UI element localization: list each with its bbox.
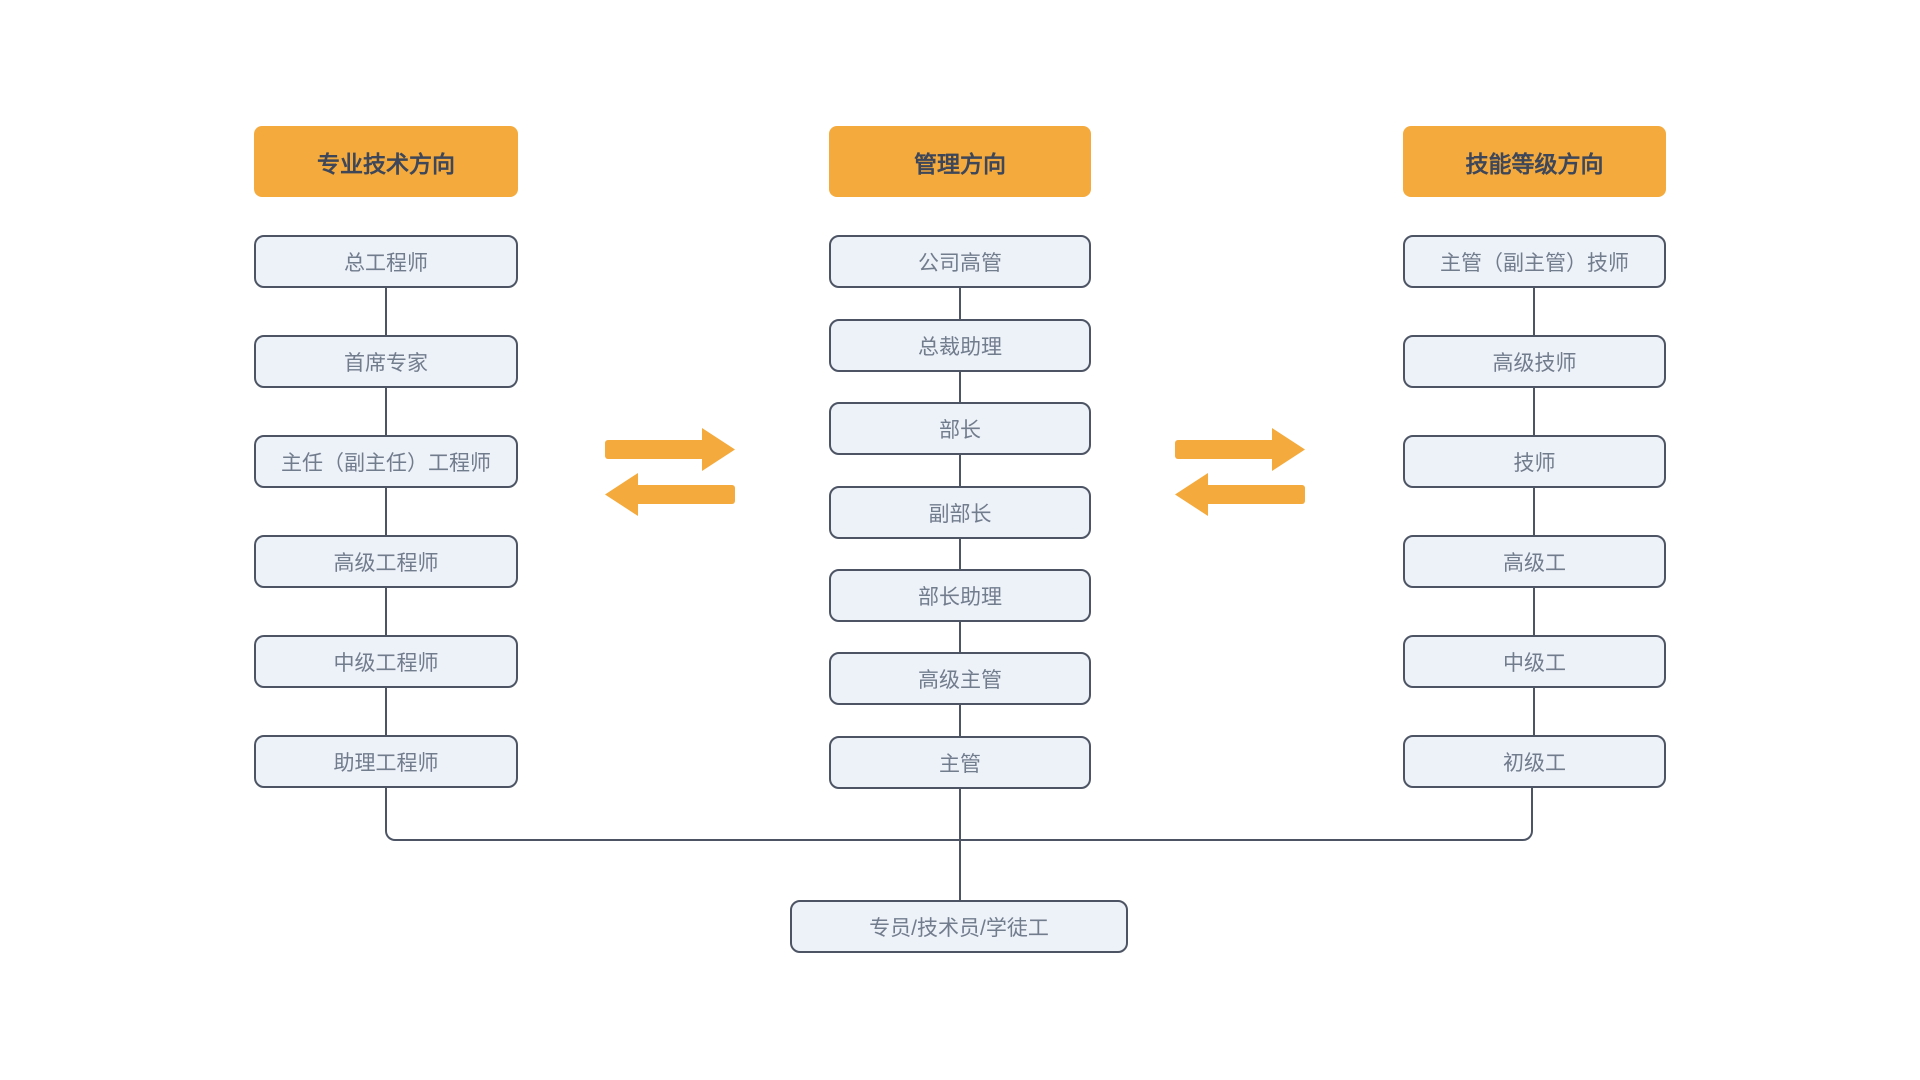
career-entry-node: 专员/技术员/学徒工 <box>790 900 1128 953</box>
connector-line <box>385 260 387 788</box>
career-level-node: 部长助理 <box>829 569 1091 622</box>
career-level-node: 技师 <box>1403 435 1666 488</box>
career-level-node: 总裁助理 <box>829 319 1091 372</box>
career-level-node: 副部长 <box>829 486 1091 539</box>
career-level-node: 公司高管 <box>829 235 1091 288</box>
column-header-technical: 专业技术方向 <box>254 126 518 197</box>
career-level-node: 主管 <box>829 736 1091 789</box>
career-level-node: 初级工 <box>1403 735 1666 788</box>
career-level-node: 助理工程师 <box>254 735 518 788</box>
connector-bracket <box>385 788 1533 841</box>
career-level-node: 中级工程师 <box>254 635 518 688</box>
career-level-node: 高级主管 <box>829 652 1091 705</box>
career-level-node: 主任（副主任）工程师 <box>254 435 518 488</box>
swap-arrows-icon <box>605 428 735 516</box>
career-level-node: 主管（副主管）技师 <box>1403 235 1666 288</box>
career-level-node: 高级工程师 <box>254 535 518 588</box>
career-level-node: 高级技师 <box>1403 335 1666 388</box>
column-header-management: 管理方向 <box>829 126 1091 197</box>
career-level-node: 总工程师 <box>254 235 518 288</box>
career-level-node: 首席专家 <box>254 335 518 388</box>
career-level-node: 部长 <box>829 402 1091 455</box>
swap-arrows-icon <box>1175 428 1305 516</box>
career-level-node: 高级工 <box>1403 535 1666 588</box>
column-header-skill: 技能等级方向 <box>1403 126 1666 197</box>
career-level-node: 中级工 <box>1403 635 1666 688</box>
connector-line <box>1533 260 1535 788</box>
